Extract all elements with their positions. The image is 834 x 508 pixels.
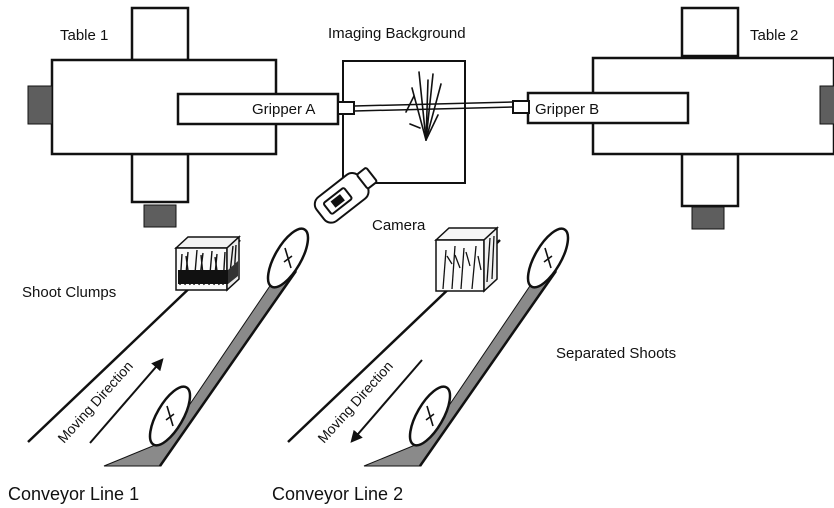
camera-icon [313, 167, 378, 224]
conveyor-1-direction-arrow [89, 358, 164, 444]
gripper-rods [337, 100, 530, 115]
table-1-left-motor [27, 85, 53, 125]
table-2-label: Table 2 [750, 27, 798, 44]
table-2 [526, 6, 834, 208]
table-2-bottom-motor [691, 206, 725, 230]
shoot-clump-box [174, 235, 241, 292]
table-1-top-arm [130, 6, 190, 62]
gripper-b-tip [512, 100, 530, 114]
imaging-background-panel [342, 60, 466, 184]
gripper-a-label: Gripper A [252, 101, 315, 118]
conveyor-line-2-label: Conveyor Line 2 [272, 484, 403, 504]
separated-shoots-box [434, 226, 499, 293]
imaging-background-label: Imaging Background [328, 25, 466, 42]
table-2-right-motor [819, 85, 834, 125]
conveyor-2-direction-arrow [350, 359, 423, 443]
conveyor-line-1-label: Conveyor Line 1 [8, 484, 139, 504]
separated-shoots-label: Separated Shoots [556, 345, 676, 362]
shoot-clumps-label: Shoot Clumps [22, 284, 116, 301]
gripper-b-label: Gripper B [535, 101, 599, 118]
held-shoot [405, 71, 442, 141]
table-2-bottom-arm [680, 152, 740, 208]
table-2-top-arm [680, 6, 740, 58]
gripper-a-tip [337, 101, 355, 115]
table-1-label: Table 1 [60, 27, 108, 44]
table-1 [50, 6, 340, 204]
camera-label: Camera [372, 217, 426, 234]
gripper-b-arm [526, 91, 690, 125]
table-1-bottom-motor [143, 204, 177, 228]
table-1-bottom-arm [130, 152, 190, 204]
